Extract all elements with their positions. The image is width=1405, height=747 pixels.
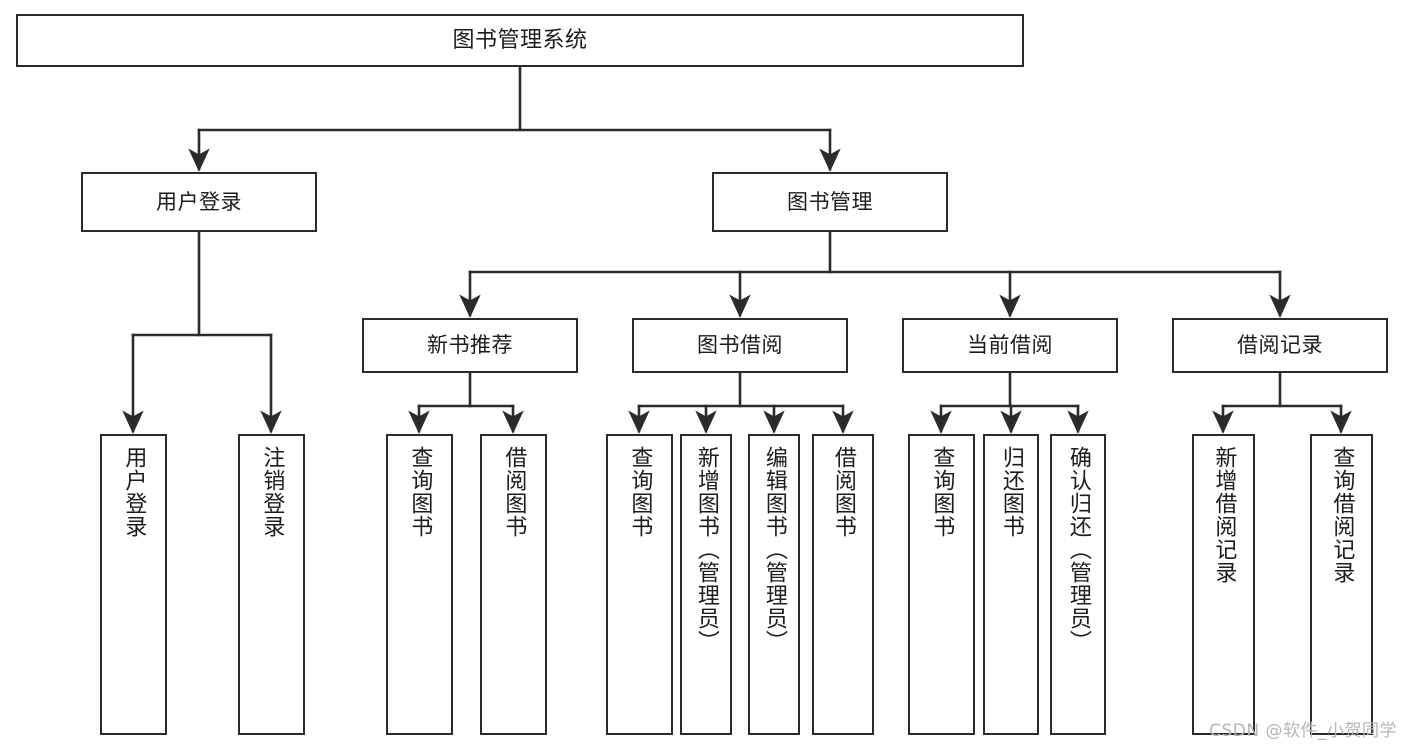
node-book-manage-label: 图书管理 [787,189,873,214]
node-new-book-recommend[interactable]: 新书推荐 [362,318,578,373]
node-current-borrow-label: 当前借阅 [967,333,1053,358]
node-current-borrow[interactable]: 当前借阅 [902,318,1118,373]
node-leaf-add-book-admin[interactable]: 新增图书（管理员） [680,434,732,735]
node-leaf-add-borrow-record[interactable]: 新增借阅记录 [1192,434,1255,735]
node-borrow-record-label: 借阅记录 [1237,333,1323,358]
node-new-book-recommend-label: 新书推荐 [427,333,513,358]
node-leaf-user-login-label: 用户登录 [121,446,147,538]
node-leaf-query-book-current[interactable]: 查询图书 [908,434,975,735]
node-leaf-logout-label: 注销登录 [259,446,285,538]
node-leaf-query-book-borrow[interactable]: 查询图书 [606,434,673,735]
node-leaf-query-book-borrow-label: 查询图书 [627,446,653,538]
node-leaf-edit-book-admin[interactable]: 编辑图书（管理员） [748,434,800,735]
node-user-login-label: 用户登录 [156,189,242,214]
node-leaf-edit-book-admin-label: 编辑图书（管理员） [761,446,787,653]
node-leaf-borrow-book[interactable]: 借阅图书 [812,434,874,735]
node-leaf-query-borrow-record[interactable]: 查询借阅记录 [1310,434,1373,735]
node-leaf-borrow-book-recommend-label: 借阅图书 [501,446,527,538]
node-leaf-return-book-label: 归还图书 [998,446,1024,538]
node-leaf-query-book-recommend[interactable]: 查询图书 [386,434,453,735]
node-root-label: 图书管理系统 [452,27,588,53]
node-leaf-query-book-current-label: 查询图书 [929,446,955,538]
node-leaf-borrow-book-recommend[interactable]: 借阅图书 [480,434,547,735]
csdn-watermark: CSDN @软件_小贺同学 [1209,721,1397,741]
node-root[interactable]: 图书管理系统 [16,14,1024,67]
node-leaf-query-book-recommend-label: 查询图书 [407,446,433,538]
node-leaf-query-borrow-record-label: 查询借阅记录 [1329,446,1355,584]
node-leaf-confirm-return-admin[interactable]: 确认归还（管理员） [1050,434,1106,735]
node-leaf-return-book[interactable]: 归还图书 [983,434,1039,735]
node-leaf-logout[interactable]: 注销登录 [238,434,305,735]
node-borrow-record[interactable]: 借阅记录 [1172,318,1388,373]
node-user-login[interactable]: 用户登录 [81,172,317,232]
node-book-borrow-label: 图书借阅 [697,333,783,358]
node-leaf-add-borrow-record-label: 新增借阅记录 [1211,446,1237,584]
node-leaf-user-login[interactable]: 用户登录 [100,434,167,735]
node-leaf-confirm-return-admin-label: 确认归还（管理员） [1065,446,1091,653]
node-leaf-borrow-book-label: 借阅图书 [830,446,856,538]
node-book-manage[interactable]: 图书管理 [712,172,948,232]
node-leaf-add-book-admin-label: 新增图书（管理员） [693,446,719,653]
node-book-borrow[interactable]: 图书借阅 [632,318,848,373]
